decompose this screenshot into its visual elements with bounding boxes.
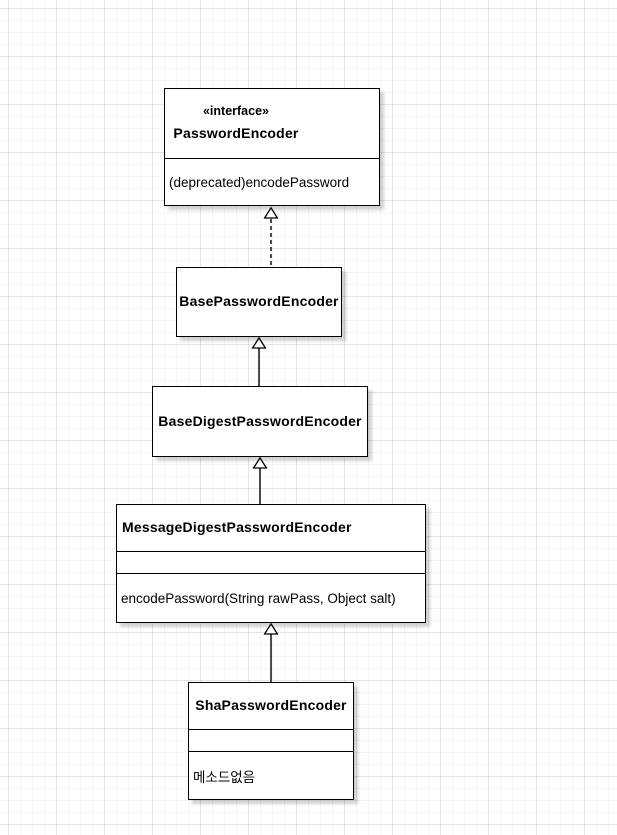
title-compartment: BaseDigestPasswordEncoder — [153, 387, 367, 456]
class-name: PasswordEncoder — [173, 125, 299, 142]
realization-connector-basepasswordencoder-to-passwordencoder[interactable] — [263, 206, 279, 267]
class-box-shapasswordencoder[interactable]: ShaPasswordEncoder 메소드없음 — [188, 682, 354, 800]
title-compartment: MessageDigestPasswordEncoder — [117, 505, 425, 551]
hollow-triangle-arrowhead — [251, 336, 267, 349]
class-box-passwordencoder[interactable]: «interface» PasswordEncoder (deprecated)… — [164, 88, 380, 206]
class-box-messagedigestpasswordencoder[interactable]: MessageDigestPasswordEncoder encodePassw… — [116, 504, 426, 623]
stereotype-label: «interface» — [202, 104, 269, 119]
fields-compartment-empty — [117, 551, 425, 573]
title-compartment: BasePasswordEncoder — [177, 268, 341, 336]
hollow-triangle-arrowhead — [263, 206, 279, 219]
class-name: MessageDigestPasswordEncoder — [122, 519, 352, 536]
generalization-connector-basedigest-to-basepasswordencoder[interactable] — [251, 336, 267, 386]
generalization-connector-sha-to-messagedigest[interactable] — [263, 622, 279, 682]
class-name: BasePasswordEncoder — [179, 293, 339, 310]
method-compartment: (deprecated)encodePassword — [165, 158, 379, 205]
method-compartment: encodePassword(String rawPass, Object sa… — [117, 573, 425, 622]
fields-compartment-empty — [189, 729, 353, 751]
title-compartment: ShaPasswordEncoder — [189, 683, 353, 729]
method-compartment: 메소드없음 — [189, 751, 353, 799]
title-compartment: «interface» PasswordEncoder — [165, 89, 379, 158]
generalization-connector-messagedigest-to-basedigest[interactable] — [252, 456, 268, 504]
class-box-basepasswordencoder[interactable]: BasePasswordEncoder — [176, 267, 342, 337]
class-name: ShaPasswordEncoder — [195, 697, 347, 714]
class-box-basedigestpasswordencoder[interactable]: BaseDigestPasswordEncoder — [152, 386, 368, 457]
class-name: BaseDigestPasswordEncoder — [158, 412, 362, 429]
hollow-triangle-arrowhead — [252, 456, 268, 469]
hollow-triangle-arrowhead — [263, 622, 279, 635]
